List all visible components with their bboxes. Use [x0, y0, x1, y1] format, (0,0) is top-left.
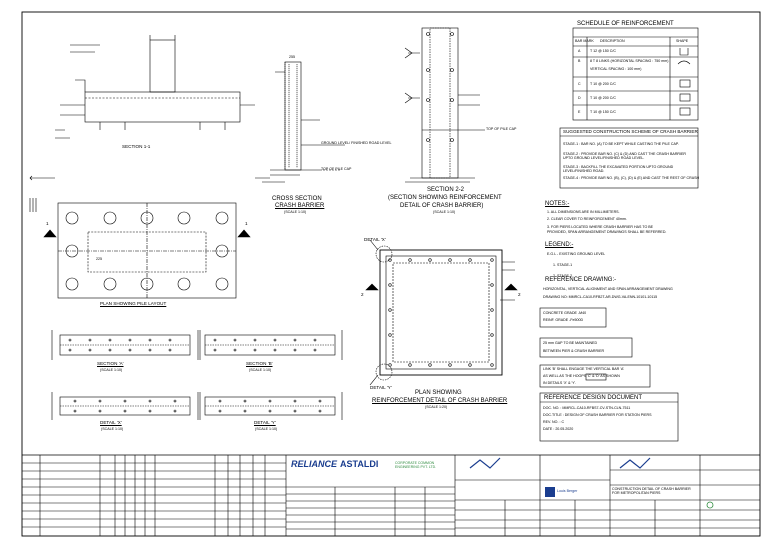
detail-x-callout: DETAIL 'X': [364, 237, 386, 242]
schedule-title: SCHEDULE OF REINFORCEMENT: [577, 21, 674, 27]
scheme-step: STAGE-4 : PROVIDE BAR NO. (B), (C), (D) …: [563, 176, 700, 180]
schedule-row-mark: E: [578, 110, 581, 114]
scheme-step: STAGE-1 : BAR NO. (A) TO BE KEPT WHILE C…: [563, 142, 679, 146]
section-2-2-subtitle-2: DETAIL OF CRASH BARRIER): [400, 203, 484, 209]
schedule-row-desc: T 10 @ 200 C/C: [590, 82, 616, 86]
section-marker-1-right: 1: [245, 221, 248, 226]
schedule-row-mark: C: [578, 82, 581, 86]
schedule-row-mark: D: [578, 96, 581, 100]
dim-225: 225: [96, 257, 102, 261]
legend-title: LEGEND:-: [545, 242, 574, 248]
section-2-2-scale: (SCALE 1:10): [433, 210, 456, 214]
reference-date: DATE : 20.05.2020: [543, 427, 574, 431]
concrete-grade: CONCRETE GRADE -M40: [543, 311, 587, 315]
reference-drawing-line: HORIZONTAL, VERTICAL ALIGNMENT AND SPAN …: [543, 287, 673, 291]
dim-255: 255: [289, 55, 295, 59]
schedule-row-desc: T 12 @ 150 C/C: [590, 49, 616, 53]
gap-note-2: BETWEEN PIER & CRASH BARRIER: [543, 349, 605, 353]
cross-section-scale: (SCALE 1:10): [284, 210, 307, 214]
reference-doc-number: DOC. NO. : MMRCL-CA10-RFBS7-CV-STN-CLN-7…: [543, 406, 631, 410]
schedule-row-mark: B: [578, 59, 581, 63]
scheme-title: SUGGESTED CONSTRUCTION SCHEME OF CRASH B…: [563, 129, 698, 134]
drawing-title: CONSTRUCTION DETAIL OF CRASH BARRIER FOR…: [612, 487, 691, 495]
top-pile-cap-label: TOP OF PILE CAP: [321, 167, 352, 171]
detail-x-title: DETAIL 'X': [100, 420, 122, 425]
plan-pile-layout-title: PLAN SHOWING PILE LAYOUT: [100, 301, 167, 306]
schedule-header-desc: DESCRIPTION: [600, 39, 625, 43]
note-item: 3. FOR PIERS LOCATED WHERE CRASH BARRIER…: [547, 225, 667, 235]
link-note: LINK 'B' SHALL ENGAGE THE VERTICAL BAR '…: [543, 367, 625, 371]
link-note-3: IN DETAILS 'X' & 'Y'.: [543, 381, 577, 385]
section-1-1-title: SECTION 1-1: [122, 144, 151, 149]
section-b-title: SECTION 'B': [246, 361, 273, 366]
top-pile-cap-label-2: TOP OF PILE CAP: [486, 127, 517, 131]
schedule-header-shape: SHAPE: [676, 39, 689, 43]
scheme-step: STAGE-2 : PROVIDE BAR NO. (C) & (D) AND …: [563, 152, 687, 160]
reliance-logo: RELIANCE: [291, 459, 338, 469]
reference-drawing-number: DRAWING NO: MMRCL-CA10-RFB2T-AR-DWG-VA-E…: [543, 295, 658, 299]
detail-y-title: DETAIL 'Y': [254, 420, 276, 425]
schedule-row-desc: T 10 @ 150 C/C: [590, 110, 616, 114]
legend-item: 2. STAGE-2: [553, 274, 573, 278]
note-item: 2. CLEAR COVER TO REINFORCEMENT 40mm.: [547, 217, 627, 221]
section-a-title: SECTION 'A': [97, 361, 124, 366]
plan-reinforcement-title-2: REINFORCEMENT DETAIL OF CRASH BARRIER: [372, 398, 508, 404]
plan-reinforcement-title-1: PLAN SHOWING: [415, 390, 462, 396]
reference-design-title: REFERENCE DESIGN DOCUMENT: [544, 395, 643, 401]
section-marker-2-left: 2: [361, 292, 364, 297]
gap-note: 25 mm GAP TO BE MAINTAINED: [543, 341, 598, 345]
signer-logo: Louis Berger: [557, 489, 578, 493]
scheme-step: STAGE-3 : BACKFILL THE EXCAVATED PORTION…: [563, 165, 674, 173]
astaldi-logo: ASTALDI: [340, 459, 379, 469]
reinforcement-grade: REINF. GRADE -Fe500D: [543, 318, 584, 322]
ground-level-label: GROUND LEVEL/ FINISHED ROAD LEVEL: [321, 141, 392, 145]
schedule-header-mark: BAR MARK: [575, 39, 594, 43]
cross-section-subtitle: CRASH BARRIER: [275, 203, 325, 209]
section-2-2-title: SECTION 2-2: [427, 187, 465, 193]
section-b-scale: (SCALE 1:10): [249, 368, 272, 372]
corporate-engineering-logo: CORPORATE COMMON ENGINEERING PVT. LTD.: [395, 461, 437, 469]
legend-item: 1. STAGE-1: [553, 263, 573, 267]
detail-y-scale: (SCALE 1:10): [255, 427, 278, 431]
notes-title: NOTES:-: [545, 201, 570, 207]
detail-y-callout: DETAIL 'Y': [370, 385, 392, 390]
reference-revision: REV. NO. : C: [543, 420, 565, 424]
reference-doc-title: DOC.TITLE : DESIGN OF CRASH BARRIER FOR …: [543, 413, 652, 417]
link-note-2: AS WELL AS THE HOOPS 'C' & 'D' AS SHOWN: [543, 374, 620, 378]
detail-x-scale: (SCALE 1:10): [101, 427, 124, 431]
note-item: 1. ALL DIMENSIONS ARE IN MILLIMETERS.: [547, 210, 620, 214]
schedule-row-desc-2: VERTICAL SPACING : 100 mm): [590, 67, 642, 71]
schedule-row-desc: T 10 @ 200 C/C: [590, 96, 616, 100]
reference-drawing-title: REFERENCE DRAWING:-: [545, 277, 617, 283]
schedule-row-mark: A: [578, 49, 581, 53]
section-a-scale: (SCALE 1:10): [100, 368, 123, 372]
section-marker-2-right: 2: [518, 292, 521, 297]
section-2-2-subtitle-1: (SECTION SHOWING REINFORCEMENT: [388, 195, 502, 201]
schedule-row-desc: 8 T 8 LINKS (HORIZONTAL SPACING : 750 mm…: [590, 59, 669, 63]
section-marker-1-left: 1: [46, 221, 49, 226]
cross-section-title: CROSS SECTION: [272, 196, 322, 202]
plan-reinforcement-scale: (SCALE 1:20): [425, 405, 448, 409]
legend-item: E.G.L - EXISTING GROUND LEVEL: [547, 252, 606, 256]
